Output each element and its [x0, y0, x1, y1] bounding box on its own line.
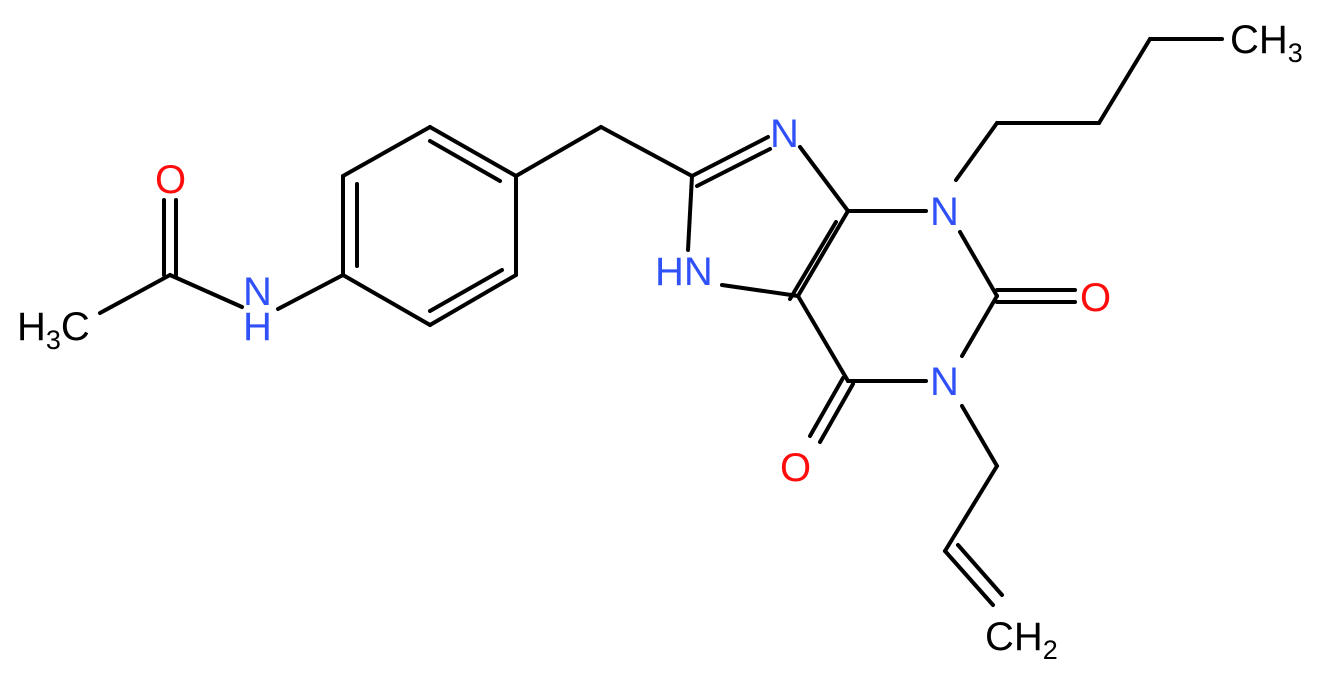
bond-co-ch3 — [98, 273, 172, 315]
bond-n9-c8 — [690, 135, 770, 178]
bond-ring-nh — [276, 273, 345, 311]
bond-butyl-4 — [954, 121, 999, 182]
bond-benz-5 — [428, 273, 518, 327]
bond-allyl-3 — [943, 549, 995, 607]
bond-benz-5-double — [428, 268, 504, 313]
bond-allyl-2 — [943, 464, 999, 553]
bond-benz-1-double — [428, 139, 502, 183]
bond-lines — [98, 37, 1224, 607]
bond-c8-n7 — [686, 174, 694, 252]
imidazole-nh-label: HN — [655, 250, 713, 294]
bond-n1-allyl — [960, 404, 999, 468]
bond-butyl-2 — [1097, 37, 1152, 125]
methyl-left-label: H3C — [17, 305, 90, 355]
bond-c6-o-double — [818, 382, 855, 444]
bond-c4-n9 — [798, 145, 850, 213]
bond-ch2-ring — [514, 125, 603, 178]
amide-o-label: O — [155, 158, 186, 202]
bond-benz-1 — [428, 125, 518, 178]
bond-n9-c8-double — [695, 147, 772, 188]
bond-n7-c5 — [720, 283, 800, 298]
bond-c8-ch2 — [599, 125, 694, 178]
atom-labels: CH3 H3C CH2 N H HN N N N O O O — [17, 18, 1303, 665]
bond-c6-c5 — [796, 294, 850, 383]
amide-n-label: N — [243, 270, 272, 314]
bond-c2-n1 — [960, 294, 999, 358]
bond-c4-c5 — [796, 209, 850, 298]
bond-c4-c5-double — [788, 220, 838, 301]
ring-n1-label: N — [930, 360, 959, 404]
bond-nh-co — [168, 273, 244, 309]
amide-h-label: H — [243, 305, 272, 349]
bond-allyl-3-double — [956, 543, 1004, 597]
carbonyl-o-c6-label: O — [780, 446, 811, 490]
bond-benz-4 — [341, 273, 432, 327]
methyl-top-label: CH3 — [1230, 18, 1303, 68]
imidazole-n-label: N — [770, 112, 799, 156]
ring-n3-label: N — [930, 190, 959, 234]
bond-c6-o — [808, 376, 845, 438]
methylene-label: CH2 — [985, 615, 1058, 665]
carbonyl-o-c2-label: O — [1080, 276, 1111, 320]
bond-benz-2 — [341, 125, 432, 178]
bond-n3-c2 — [958, 230, 999, 298]
